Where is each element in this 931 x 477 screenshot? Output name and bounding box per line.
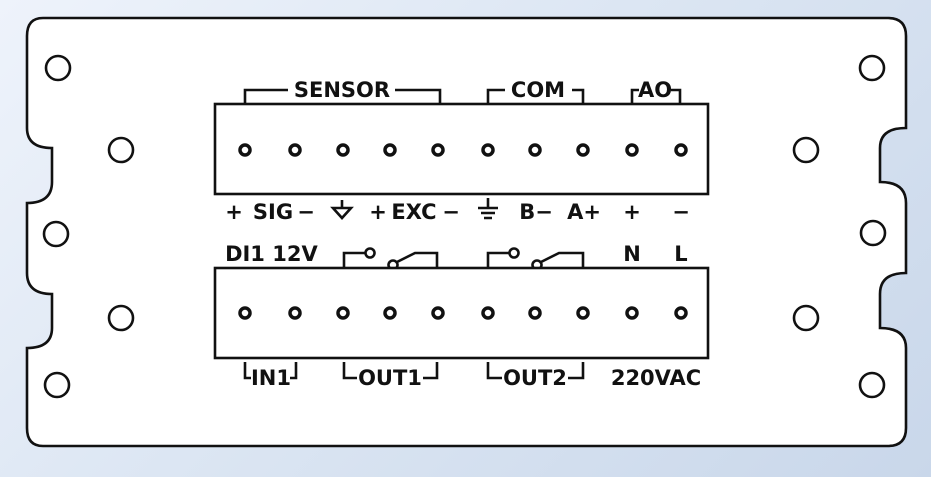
- pin-label-exc: EXC: [391, 200, 436, 224]
- terminal-screw-icon: [528, 143, 542, 157]
- in1-label: IN1: [251, 366, 291, 390]
- sensor-bracket: [243, 88, 442, 104]
- bottom-screw-row: [238, 306, 688, 320]
- terminal-screw-icon: [528, 306, 542, 320]
- panel-outline: [25, 16, 908, 448]
- terminal-screw-icon: [288, 143, 302, 157]
- pin-label-b-minus: B−: [519, 200, 553, 224]
- terminal-screw-icon: [431, 143, 445, 157]
- n-label: N: [623, 242, 641, 266]
- terminal-screw-icon: [238, 143, 252, 157]
- ao-label: AO: [638, 78, 672, 102]
- pin-label-ao-plus: +: [623, 200, 641, 224]
- sensor-label: SENSOR: [294, 78, 390, 102]
- pin-label-a-plus: A+: [567, 200, 601, 224]
- relay-switch-icon: [342, 247, 439, 271]
- terminal-screw-icon: [238, 306, 252, 320]
- terminal-screw-icon: [576, 306, 590, 320]
- pin-label-ao-minus: −: [672, 200, 690, 224]
- mounting-hole-icon: [107, 304, 135, 332]
- terminal-screw-icon: [288, 306, 302, 320]
- pin-label-exc-plus: +: [369, 200, 387, 224]
- terminal-screw-icon: [674, 143, 688, 157]
- l-label: L: [674, 242, 687, 266]
- out1-bracket: [342, 362, 439, 380]
- terminal-screw-icon: [576, 143, 590, 157]
- mounting-hole-icon: [44, 54, 72, 82]
- mounting-hole-icon: [858, 54, 886, 82]
- 12v-label: 12V: [272, 242, 318, 266]
- pin-label-sig: SIG: [253, 200, 293, 224]
- com-bracket: [486, 88, 585, 104]
- terminal-screw-icon: [674, 306, 688, 320]
- mounting-hole-icon: [43, 371, 71, 399]
- out2-label: OUT2: [503, 366, 567, 390]
- mounting-hole-icon: [792, 304, 820, 332]
- terminal-screw-icon: [383, 143, 397, 157]
- out1-label: OUT1: [358, 366, 422, 390]
- mounting-hole-icon: [42, 220, 70, 248]
- terminal-screw-icon: [336, 306, 350, 320]
- earth-ground-icon: [478, 198, 498, 220]
- terminal-screw-icon: [481, 143, 495, 157]
- ao-bracket: [630, 88, 682, 104]
- terminal-screw-icon: [383, 306, 397, 320]
- pin-label-sig-plus: +: [225, 200, 243, 224]
- terminal-screw-icon: [336, 143, 350, 157]
- di1-label: DI1: [225, 242, 265, 266]
- 220vac-label: 220VAC: [611, 366, 701, 390]
- mounting-hole-icon: [859, 219, 887, 247]
- pin-label-sig-minus: −: [297, 200, 315, 224]
- mounting-hole-icon: [107, 136, 135, 164]
- pin-label-exc-minus: −: [442, 200, 460, 224]
- signal-ground-icon: [330, 200, 354, 220]
- in1-bracket: [243, 362, 298, 380]
- terminal-screw-icon: [625, 143, 639, 157]
- top-screw-row: [238, 143, 688, 157]
- terminal-screw-icon: [431, 306, 445, 320]
- mounting-hole-icon: [792, 136, 820, 164]
- out2-bracket: [486, 362, 585, 380]
- com-label: COM: [511, 78, 565, 102]
- terminal-screw-icon: [625, 306, 639, 320]
- mounting-hole-icon: [858, 371, 886, 399]
- terminal-screw-icon: [481, 306, 495, 320]
